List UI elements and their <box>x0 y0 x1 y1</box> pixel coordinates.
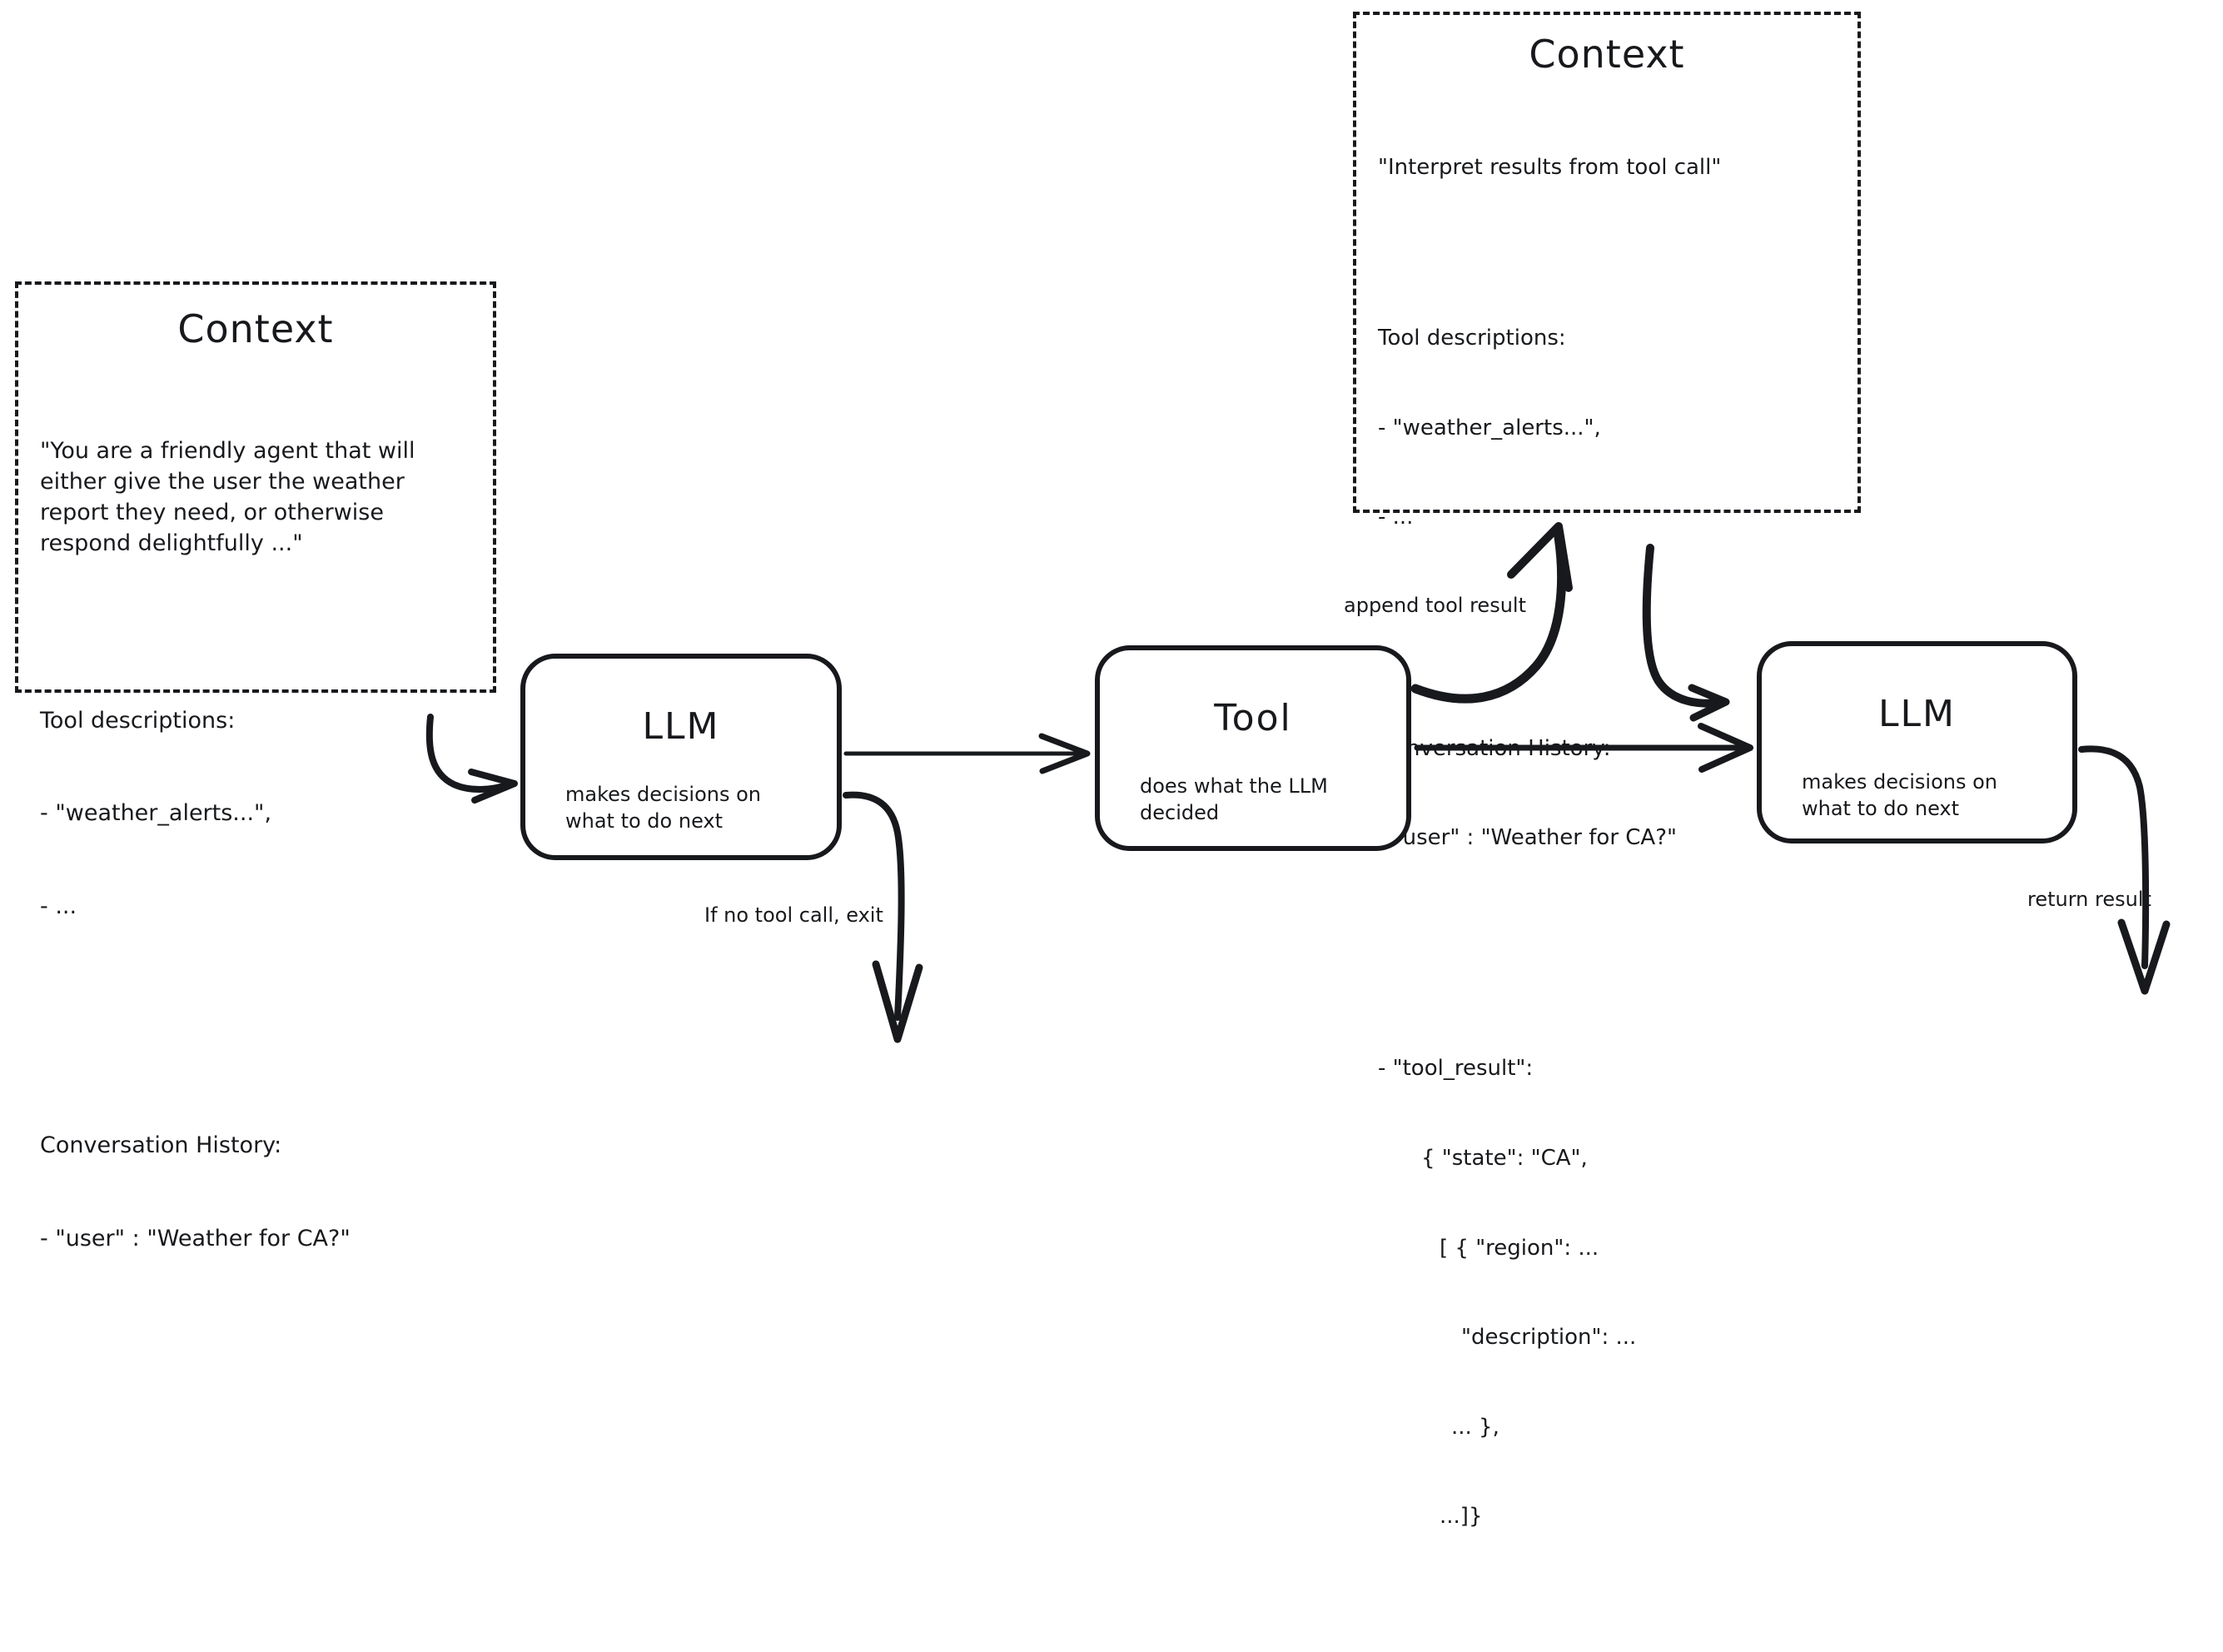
context-right-tool-result: - "tool_result": { "state": "CA", [ { "r… <box>1378 995 1836 1593</box>
tool-result-line-4: ...]} <box>1440 1504 1483 1530</box>
tool-result-line-3: ... }, <box>1451 1414 1499 1440</box>
tool-descriptions-item-0: - "weather_alerts...", <box>40 800 272 827</box>
node-llm-second-subtitle: makes decisions on what to do next <box>1802 770 1997 821</box>
context-left-title: Context <box>177 306 334 351</box>
tool-descriptions-heading: Tool descriptions: <box>1378 326 1566 351</box>
conversation-history-item-0: - "user" : "Weather for CA?" <box>1378 825 1677 851</box>
context-right-body: "Interpret results from tool call" Tool … <box>1378 93 1836 1652</box>
node-tool-title: Tool <box>1214 697 1292 739</box>
context-left-body: "You are a friendly agent that will eith… <box>40 373 471 1378</box>
context-panel-right: Context "Interpret results from tool cal… <box>1353 12 1861 1529</box>
conversation-history-heading: Conversation History: <box>40 1132 282 1158</box>
edge-label-return-result: return result <box>2027 888 2151 911</box>
context-left-tool-descriptions: Tool descriptions: - "weather_alerts..."… <box>40 643 471 984</box>
node-llm-first-subtitle: makes decisions on what to do next <box>565 783 761 833</box>
edge-label-if-no-tool-call-exit: If no tool call, exit <box>704 903 883 927</box>
tool-descriptions-item-1: - ... <box>40 893 77 919</box>
context-panel-left: Context "You are a friendly agent that w… <box>15 281 496 1251</box>
tool-result-line-1: [ { "region": ... <box>1440 1235 1599 1261</box>
edge-label-append-tool-result: append tool result <box>1344 594 1526 617</box>
context-left-conversation-history: Conversation History: - "user" : "Weathe… <box>40 1067 471 1316</box>
tool-result-line-2: "description": ... <box>1461 1325 1637 1351</box>
tool-descriptions-heading: Tool descriptions: <box>40 707 236 734</box>
node-llm-second[interactable]: LLM makes decisions on what to do next <box>1757 641 2077 843</box>
node-tool[interactable]: Tool does what the LLM decided <box>1095 645 1411 851</box>
node-llm-second-title: LLM <box>1878 693 1956 735</box>
context-right-tool-descriptions: Tool descriptions: - "weather_alerts..."… <box>1378 264 1836 593</box>
tool-descriptions-item-0: - "weather_alerts...", <box>1378 415 1601 440</box>
context-right-system-prompt: "Interpret results from tool call" <box>1378 154 1722 180</box>
arrow-return-result <box>2078 745 2171 995</box>
node-llm-first-title: LLM <box>642 705 720 748</box>
node-llm-first[interactable]: LLM makes decisions on what to do next <box>520 654 842 860</box>
node-tool-subtitle: does what the LLM decided <box>1140 774 1328 825</box>
context-right-title: Context <box>1529 32 1685 77</box>
arrow-llm1-to-tool <box>843 733 1091 774</box>
tool-descriptions-item-1: - ... <box>1378 505 1414 530</box>
context-left-system-prompt: "You are a friendly agent that will eith… <box>40 437 415 557</box>
diagram-canvas: Context "You are a friendly agent that w… <box>15 12 2171 1529</box>
conversation-history-item-0: - "user" : "Weather for CA?" <box>40 1225 351 1251</box>
tool-result-line-0: { "state": "CA", <box>1421 1145 1588 1171</box>
tool-result-label: - "tool_result": <box>1378 1056 1534 1082</box>
